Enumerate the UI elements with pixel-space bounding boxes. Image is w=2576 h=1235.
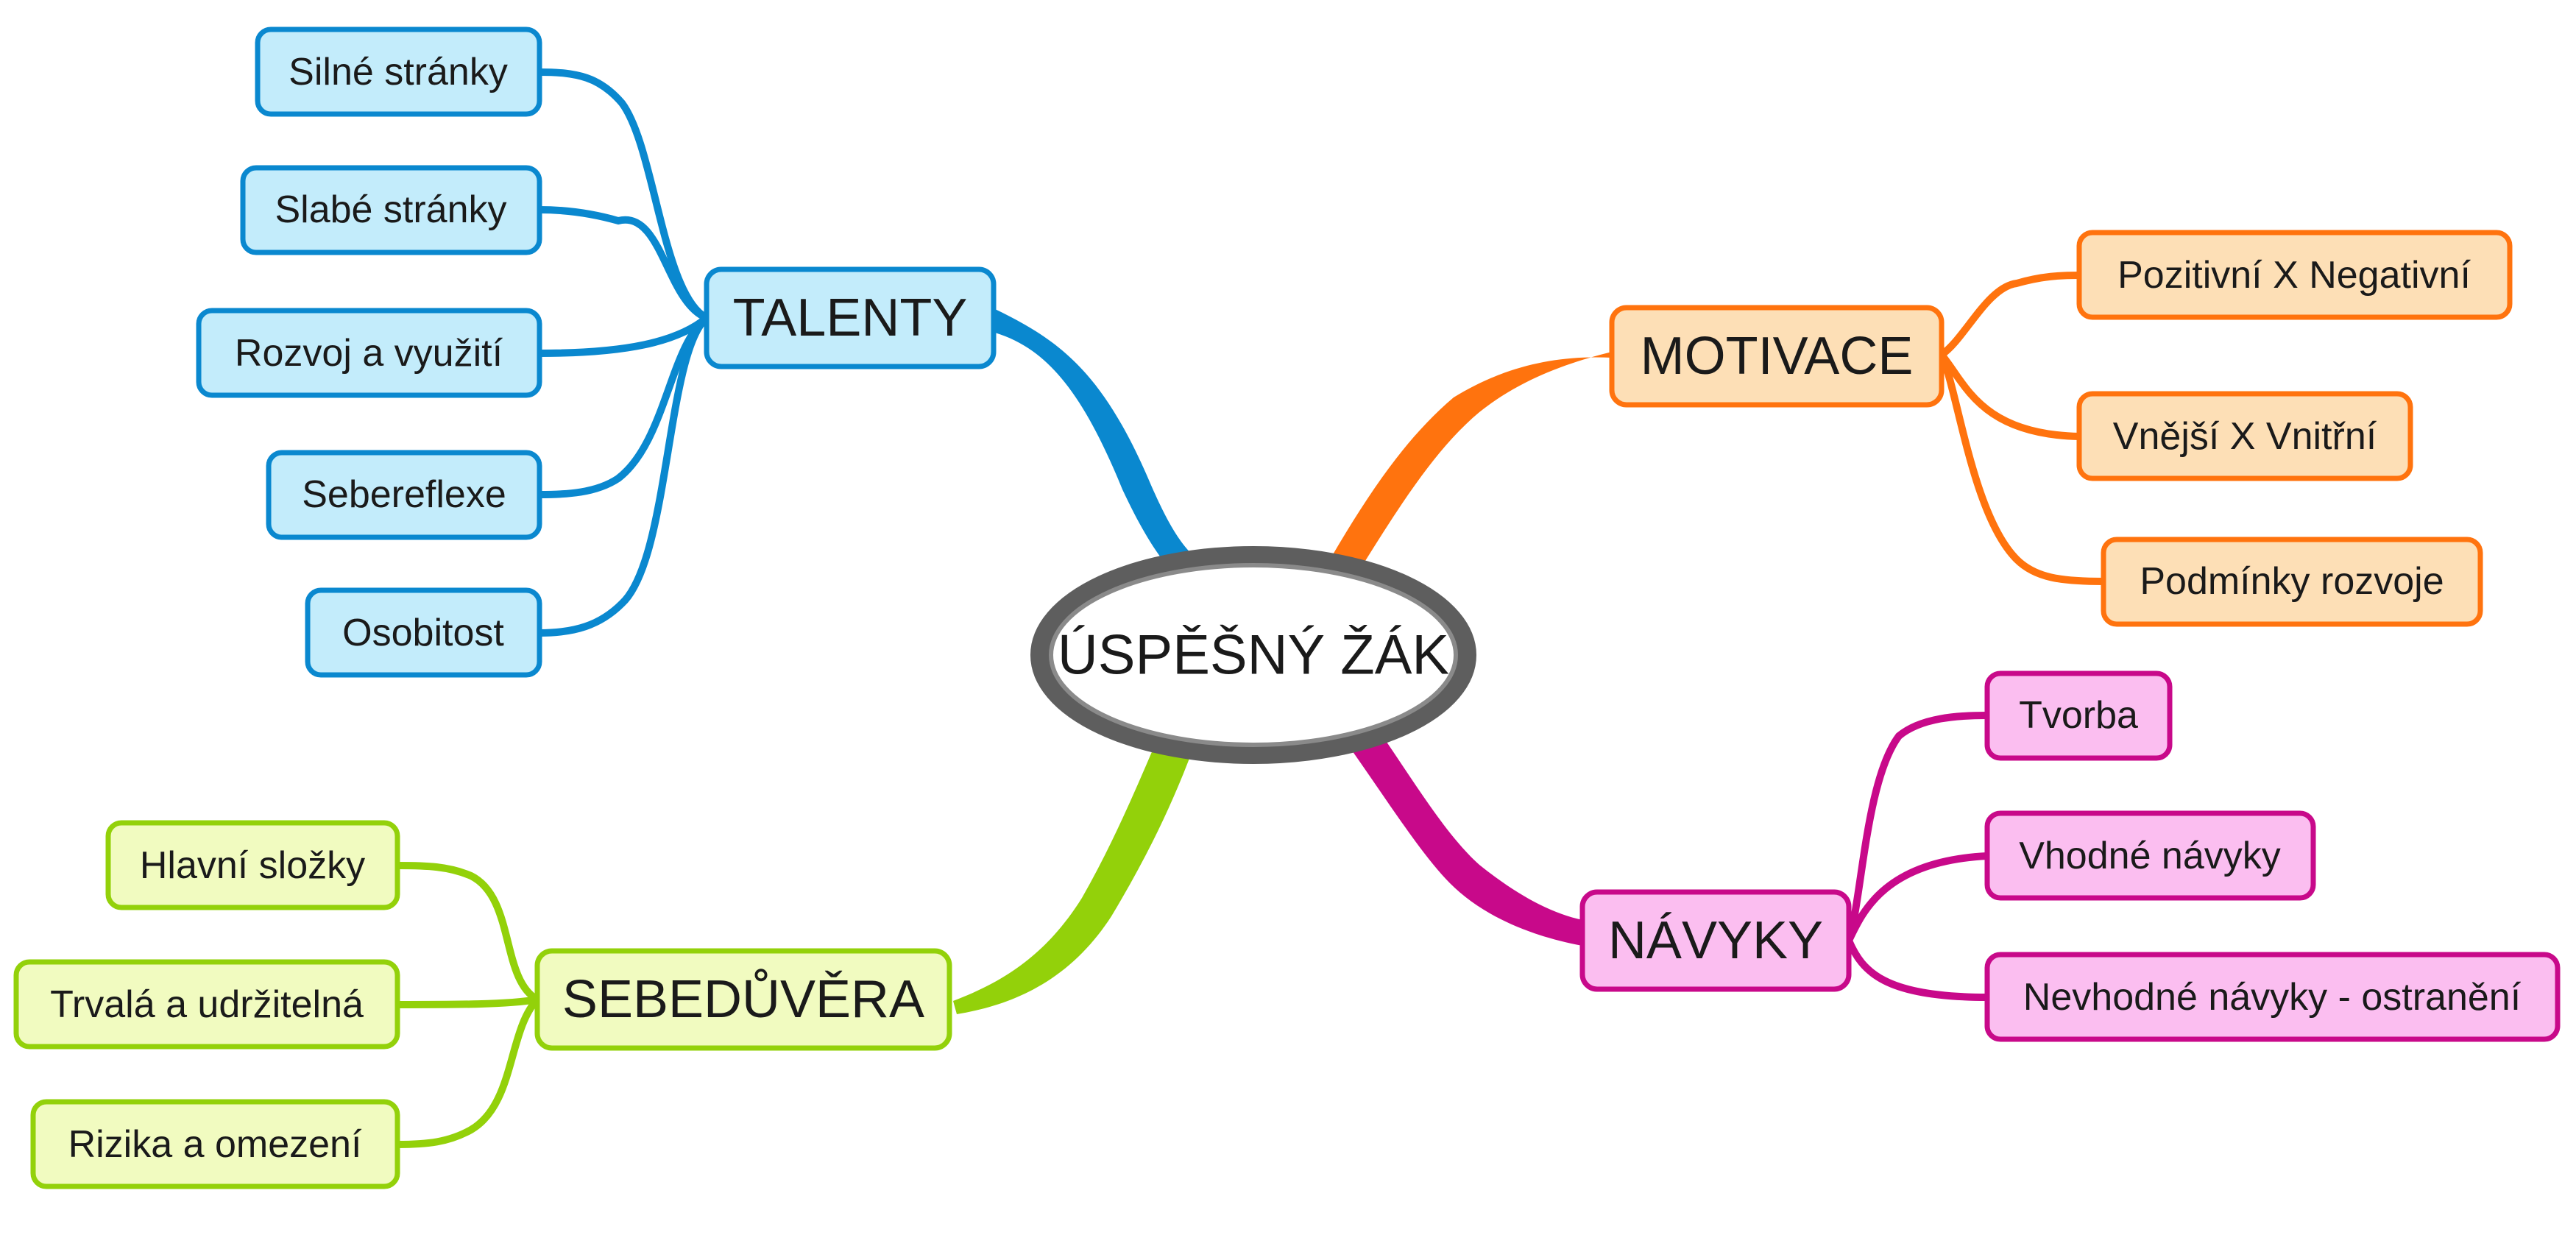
main-node-motivace[interactable]: MOTIVACE <box>1609 305 1945 408</box>
sub-node-vhodne-navyky[interactable]: Vhodné návyky <box>1984 810 2316 901</box>
sub-node-label: Pozitivní X Negativní <box>2117 254 2471 297</box>
connector-talenty-5 <box>536 314 710 637</box>
main-node-navyky-label: NÁVYKY <box>1608 911 1823 970</box>
central-topic-inner-ring <box>1049 563 1458 747</box>
sub-node-label: Osobitost <box>342 612 504 654</box>
sub-node-rozvoj-a-vyuziti[interactable]: Rozvoj a využití <box>196 308 542 398</box>
sub-node-tvorba[interactable]: Tvorba <box>1984 670 2173 761</box>
connector-talenty-4 <box>536 314 710 498</box>
connector-talenty <box>990 308 1207 581</box>
sub-node-label: Vhodné návyky <box>2019 835 2281 877</box>
connector-navyky-3 <box>1845 937 1991 1001</box>
sub-node-podminky-rozvoje[interactable]: Podmínky rozvoje <box>2101 537 2483 627</box>
main-node-talenty-label: TALENTY <box>733 289 968 347</box>
sub-node-label: Slabé stránky <box>275 188 506 231</box>
sub-node-label: Hlavní složky <box>140 844 365 887</box>
connector-sebeduvera-2 <box>394 996 541 1008</box>
connector-motivace-1 <box>1938 272 2083 358</box>
sub-node-pozitivni-negativni[interactable]: Pozitivní X Negativní <box>2076 230 2513 320</box>
sub-node-nevhodne-navyky[interactable]: Nevhodné návyky - ostranění <box>1984 952 2561 1042</box>
connector-motivace-2 <box>1938 351 2083 440</box>
sub-node-label: Podmínky rozvoje <box>2140 560 2444 603</box>
main-node-sebeduvera[interactable]: SEBEDŮVĚRA <box>534 948 952 1051</box>
connector-sebeduvera-1 <box>394 862 541 1003</box>
main-node-motivace-label: MOTIVACE <box>1641 327 1914 386</box>
connector-talenty-1 <box>536 68 710 322</box>
central-topic-label: ÚSPĚŠNÝ ŽÁK <box>1058 624 1449 687</box>
connector-sebeduvera <box>953 743 1192 1014</box>
sub-node-hlavni-slozky[interactable]: Hlavní složky <box>105 820 400 910</box>
sub-node-osobitost[interactable]: Osobitost <box>305 587 542 678</box>
connector-motivace-3 <box>1938 351 2107 585</box>
connector-navyky-1 <box>1845 712 1991 944</box>
central-topic[interactable]: ÚSPĚŠNÝ ŽÁK <box>1030 546 1476 764</box>
main-node-navyky[interactable]: NÁVYKY <box>1579 889 1852 992</box>
sub-node-label: Rozvoj a využití <box>235 332 503 375</box>
sub-node-label: Tvorba <box>2019 694 2138 737</box>
main-node-sebeduvera-label: SEBEDŮVĚRA <box>562 969 924 1029</box>
connector-navyky-2 <box>1845 852 1991 944</box>
sub-node-label: Nevhodné návyky - ostranění <box>2023 976 2522 1019</box>
central-topic-outline <box>1030 546 1476 764</box>
connector-talenty-2 <box>536 206 710 322</box>
sub-node-slabe-stranky[interactable]: Slabé stránky <box>240 165 542 255</box>
sub-node-sebereflexe[interactable]: Sebereflexe <box>266 450 542 540</box>
main-node-talenty[interactable]: TALENTY <box>704 266 997 369</box>
sub-node-label: Sebereflexe <box>302 473 506 516</box>
sub-node-label: Trvalá a udržitelná <box>50 983 364 1026</box>
sub-node-trvala-a-udrzitelna[interactable]: Trvalá a udržitelná <box>13 959 400 1050</box>
connector-motivace <box>1332 352 1612 567</box>
sub-node-vnejsi-vnitrni[interactable]: Vnější X Vnitřní <box>2076 391 2413 481</box>
sub-node-silne-stranky[interactable]: Silné stránky <box>255 26 542 117</box>
sub-node-label: Vnější X Vnitřní <box>2113 415 2377 458</box>
sub-node-label: Silné stránky <box>289 51 508 93</box>
sub-node-label: Rizika a omezení <box>68 1123 362 1166</box>
sub-node-rizika-a-omezeni[interactable]: Rizika a omezení <box>30 1099 400 1189</box>
connector-sebeduvera-3 <box>394 996 541 1148</box>
connector-navyky <box>1347 732 1582 946</box>
